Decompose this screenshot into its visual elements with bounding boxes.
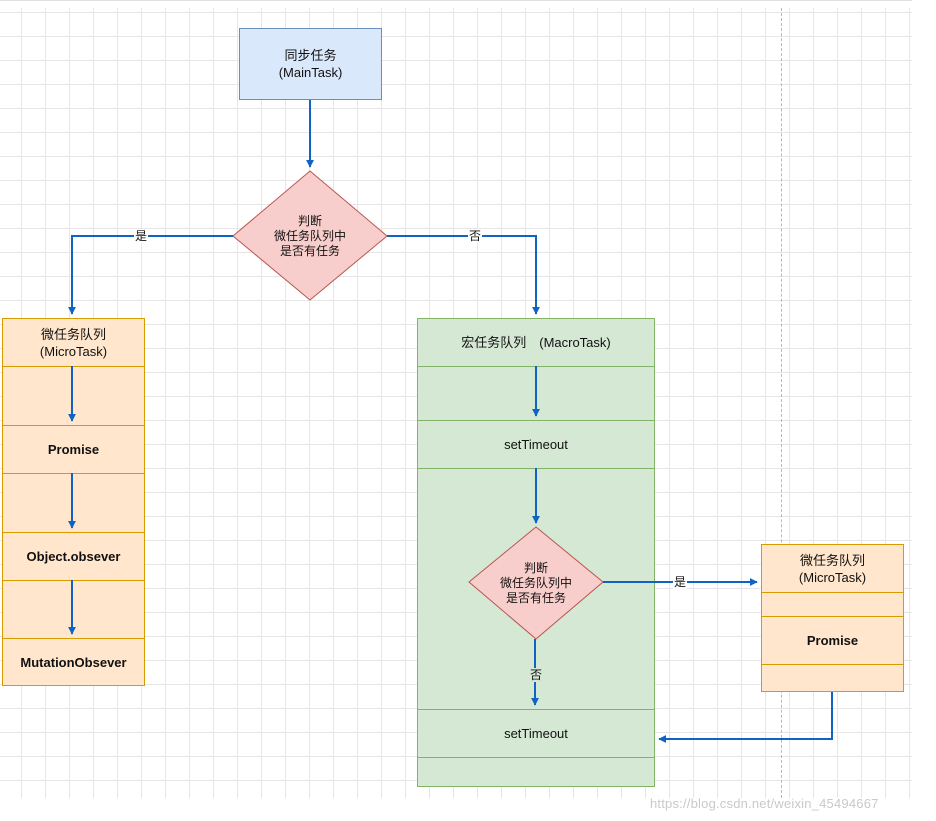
page-break-line <box>781 8 782 798</box>
micro-queue-right-item-promise[interactable]: Promise <box>762 617 903 665</box>
item-label: Object.obsever <box>26 549 121 564</box>
decision-inner-label: 判断 微任务队列中 是否有任务 <box>476 553 596 613</box>
item-label: setTimeout <box>504 437 568 452</box>
main-task-subtitle: (MainTask) <box>278 65 343 80</box>
micro-queue-left-item-promise[interactable]: Promise <box>3 426 144 474</box>
decision-top-line3: 是否有任务 <box>279 243 340 258</box>
micro-queue-right-subtitle: (MicroTask) <box>798 569 867 585</box>
micro-queue-left-gap-2 <box>3 474 144 533</box>
decision-inner-line1: 判断 <box>523 560 548 575</box>
micro-queue-left-header: 微任务队列 (MicroTask) <box>3 319 144 367</box>
top-border <box>0 0 912 1</box>
micro-queue-left-item-mutation-observer[interactable]: MutationObsever <box>3 639 144 685</box>
micro-queue-right-gap <box>762 593 903 617</box>
micro-queue-right[interactable]: 微任务队列 (MicroTask) Promise <box>761 544 904 692</box>
edge-micro-right-return <box>658 692 833 743</box>
decision-top-diamond[interactable] <box>232 170 388 301</box>
edge-label-no-right: 否 <box>468 229 483 243</box>
edge-label-yes-left: 是 <box>134 229 149 243</box>
edge-decision-no-right <box>387 235 540 315</box>
micro-queue-right-header: 微任务队列 (MicroTask) <box>762 545 903 593</box>
edge-decision-yes-left <box>68 235 233 315</box>
micro-queue-left[interactable]: 微任务队列 (MicroTask) Promise Object.obsever… <box>2 318 145 686</box>
watermark-text: https://blog.csdn.net/weixin_45494667 <box>650 796 879 811</box>
main-task-node[interactable]: 同步任务 (MainTask) <box>239 28 382 100</box>
decision-top-line1: 判断 <box>297 213 322 228</box>
item-label: Promise <box>47 442 100 457</box>
micro-queue-left-gap-1 <box>3 367 144 426</box>
micro-queue-left-item-object-observe[interactable]: Object.obsever <box>3 533 144 581</box>
micro-queue-left-subtitle: (MicroTask) <box>39 343 108 359</box>
micro-queue-left-gap-3 <box>3 581 144 639</box>
macro-queue-item-settimeout-2[interactable]: setTimeout <box>418 710 654 758</box>
decision-top-line2: 微任务队列中 <box>273 228 346 243</box>
micro-queue-left-title: 微任务队列 <box>40 326 106 342</box>
item-label: setTimeout <box>504 726 568 741</box>
decision-inner-line2: 微任务队列中 <box>499 575 572 590</box>
micro-queue-right-title: 微任务队列 <box>799 552 865 568</box>
macro-queue-title: 宏任务队列 (MacroTask) <box>461 335 611 350</box>
decision-inner-line3: 是否有任务 <box>505 590 566 605</box>
main-task-title: 同步任务 <box>284 48 337 63</box>
macro-queue-gap-1 <box>418 367 654 421</box>
edge-label-yes-inner: 是 <box>673 575 688 589</box>
macro-queue-body <box>418 469 654 710</box>
item-label: Promise <box>806 633 859 648</box>
edge-label-no-inner: 否 <box>529 668 544 682</box>
item-label: MutationObsever <box>20 654 127 670</box>
decision-top-label: 判断 微任务队列中 是否有任务 <box>245 206 375 266</box>
